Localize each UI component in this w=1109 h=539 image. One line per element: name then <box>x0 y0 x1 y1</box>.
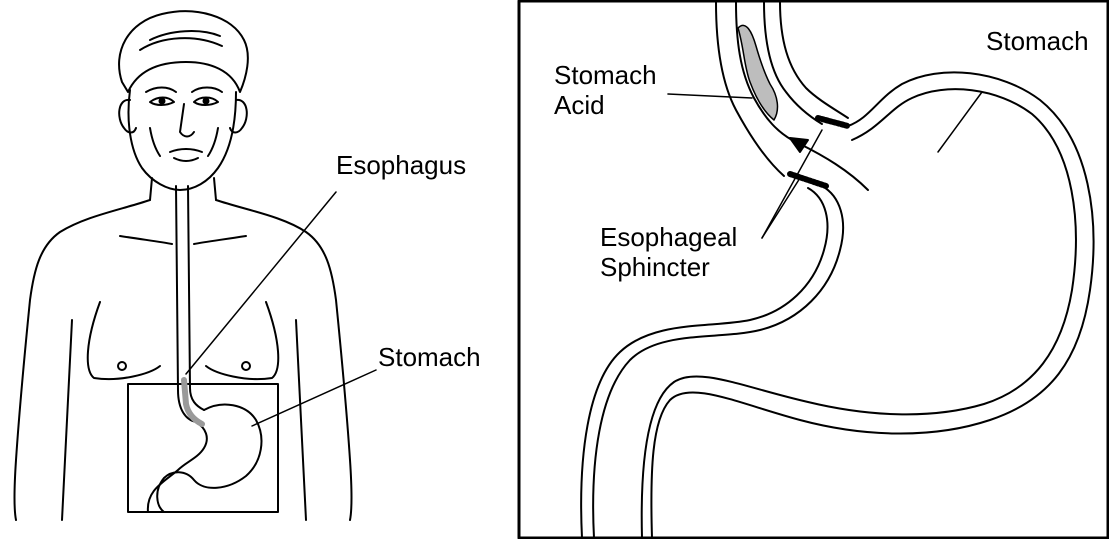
sphincter-label-line1: Esophageal <box>600 222 780 252</box>
human-figure <box>15 11 377 520</box>
esophageal-sphincter-label: Esophageal Sphincter <box>600 222 780 282</box>
hair <box>119 11 248 92</box>
esophagus-leader <box>186 192 336 374</box>
stomach-acid-label-line2: Acid <box>554 90 734 120</box>
small-stomach <box>157 405 261 512</box>
stomach-outer <box>651 72 1093 538</box>
stomach-label-right: Stomach <box>986 26 1089 56</box>
right-shoulder <box>216 200 352 520</box>
esophagus-label: Esophagus <box>336 150 466 180</box>
sphincter-label-line2: Sphincter <box>600 252 780 282</box>
esophagus-right-wall <box>188 186 204 410</box>
left-shoulder <box>15 200 151 520</box>
face <box>129 90 237 190</box>
stomach-label-left: Stomach <box>378 342 481 372</box>
stomach-acid-label-line1: Stomach <box>554 60 734 90</box>
stomach-acid-label: Stomach Acid <box>554 60 734 120</box>
closeup-stomach-leader <box>938 92 982 152</box>
